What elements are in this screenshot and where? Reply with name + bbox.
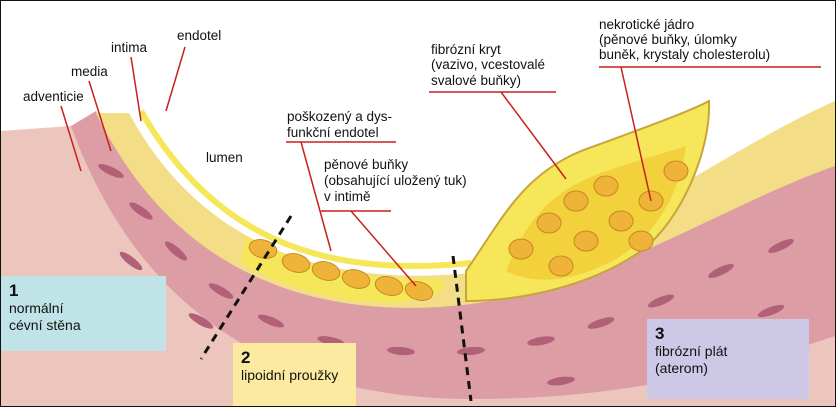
leader-line [131, 57, 141, 121]
label-fibrous-cap-2: (vazivo, vcestovalé [431, 57, 545, 72]
label-necrotic-core-3: buněk, krystaly cholesterolu) [599, 47, 770, 62]
label-necrotic-core-1: nekrotické jádro [599, 17, 694, 32]
label-damaged-endothelium-2: funkční endotel [287, 125, 379, 140]
label-lumen: lumen [206, 150, 243, 165]
label-foam-cells-1: pěnové buňky [324, 157, 408, 172]
label-damaged-endothelium-1: poškozený a dys- [287, 109, 392, 124]
plaque-foam-cell [629, 231, 653, 251]
label-foam-cells-3: v intimě [324, 189, 371, 204]
label-fibrous-cap-3: svalové buňky) [431, 73, 521, 88]
leader-line [166, 47, 185, 111]
label-fibrous-cap-1: fibrózní kryt [431, 42, 501, 57]
plaque-foam-cell [594, 176, 618, 196]
stage-3-text: fibrózní plát (aterom) [655, 343, 801, 377]
label-necrotic-core-2: (pěnové buňky, úlomky [599, 32, 737, 47]
plaque-foam-cell [609, 211, 633, 231]
plaque-foam-cell [574, 231, 598, 251]
label-adventicie: adventicie [23, 89, 84, 104]
plaque-foam-cell [664, 161, 688, 181]
stage-box-2: 2 lipoidní proužky [233, 343, 356, 406]
stage-box-1: 1 normální cévní stěna [1, 276, 166, 351]
stage-3-number: 3 [655, 325, 801, 343]
label-foam-cells-2: (obsahující uložený tuk) [324, 173, 467, 188]
stage-1-number: 1 [9, 282, 158, 300]
plaque-foam-cell [564, 191, 588, 211]
label-media: media [71, 64, 108, 79]
plaque-foam-cell [509, 239, 533, 259]
stage-box-3: 3 fibrózní plát (aterom) [647, 319, 809, 399]
leader-line [501, 92, 566, 179]
plaque-foam-cell [537, 213, 561, 233]
label-intima: intima [111, 40, 147, 55]
label-endotel: endotel [177, 28, 221, 43]
plaque-foam-cell [549, 256, 573, 276]
stage-1-text: normální cévní stěna [9, 300, 158, 334]
stage-2-number: 2 [241, 349, 348, 367]
stage-2-text: lipoidní proužky [241, 367, 348, 384]
